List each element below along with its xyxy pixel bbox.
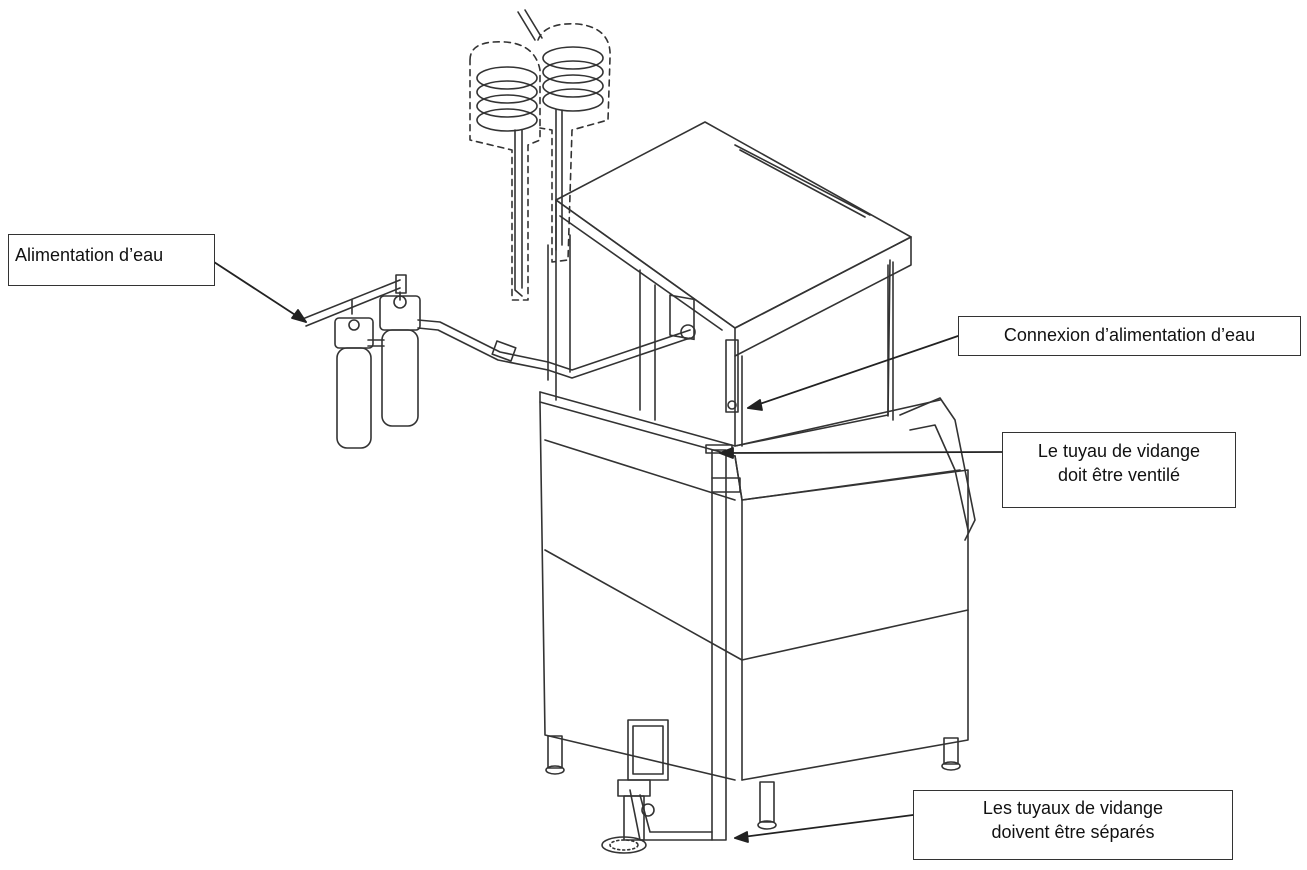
callout-drain-vented-line2: doit être ventilé (1057, 465, 1181, 485)
leader-arrows (213, 261, 1003, 843)
callout-water-connection-text: Connexion d’alimentation d’eau (1003, 325, 1256, 345)
callout-drains-separate-line2: doivent être séparés (991, 822, 1155, 842)
callout-drains-separate: Les tuyaux de vidange doivent être sépar… (913, 790, 1233, 860)
callout-drain-vented-line1: Le tuyau de vidange (1037, 441, 1201, 461)
ice-storage-bin (539, 397, 976, 830)
callout-water-supply-text: Alimentation d’eau (15, 245, 164, 265)
callout-drains-separate-line1: Les tuyaux de vidange (982, 798, 1164, 818)
callout-water-supply: Alimentation d’eau (8, 234, 215, 286)
water-filter-assembly (299, 274, 696, 449)
drain-piping (601, 444, 741, 854)
callout-drain-vented: Le tuyau de vidange doit être ventilé (1002, 432, 1236, 508)
condenser-coils (469, 9, 611, 301)
callout-water-connection: Connexion d’alimentation d’eau (958, 316, 1301, 356)
ice-machine-head (539, 121, 941, 457)
